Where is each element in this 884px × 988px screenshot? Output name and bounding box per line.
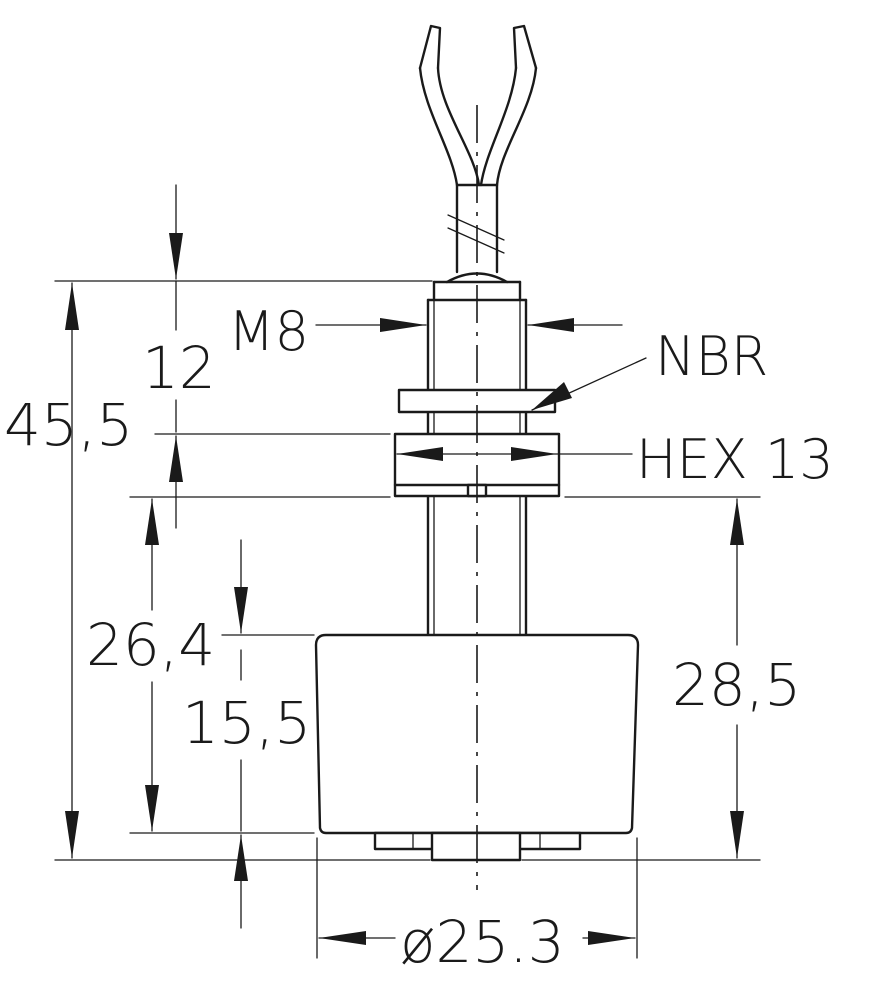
dim-top-section-label: 12: [142, 334, 216, 402]
wire-leads: [418, 24, 538, 187]
cable: [447, 183, 505, 274]
dim-overall-height-label: 45,5: [4, 391, 133, 459]
hex-label: HEX 13: [636, 428, 834, 491]
extension-lines: [54, 280, 761, 959]
break-mark: [447, 214, 505, 241]
seal-label: NBR: [655, 325, 768, 388]
seal-leader: [531, 357, 647, 411]
dim-float-travel-label: 26,4: [86, 611, 215, 679]
thread-leader: [315, 318, 623, 332]
dim-diameter-label: ø25.3: [400, 908, 565, 976]
hex-leader: [396, 447, 633, 461]
dim-top-section: [169, 184, 183, 529]
dim-overall-height: [65, 282, 79, 859]
dim-right-height-label: 28,5: [672, 651, 801, 719]
dim-float-travel: [145, 498, 159, 832]
dim-right-height: [730, 498, 744, 859]
thread-label: M8: [228, 300, 309, 363]
dim-diameter: [318, 931, 636, 945]
dim-float-height: [234, 539, 248, 929]
dim-float-height-label: 15,5: [182, 689, 311, 757]
